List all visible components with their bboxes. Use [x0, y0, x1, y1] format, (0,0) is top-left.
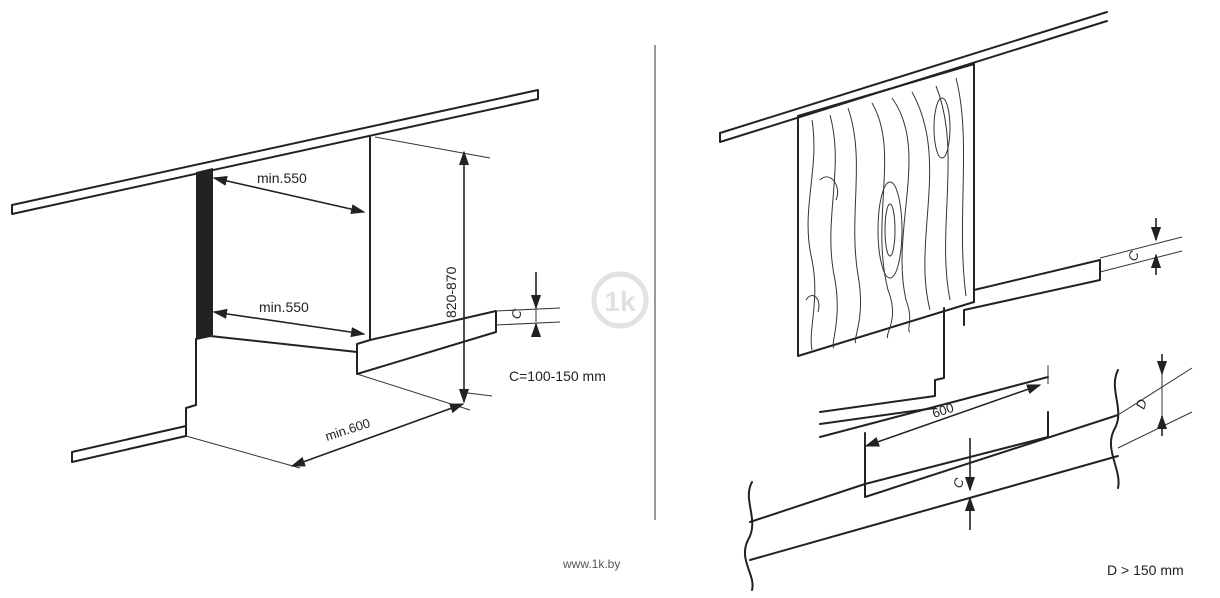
left-floor [71, 338, 197, 463]
right-diagram: C 600 D C D > 150 mm [719, 11, 1193, 591]
right-cabinet-lines [819, 307, 945, 425]
depth-bottom-label: min.550 [259, 299, 309, 315]
width-600-arrow [864, 384, 1042, 447]
plinth-c-label-bottom: C [950, 475, 968, 490]
depth-top-label: min.550 [257, 170, 307, 186]
plinth-c-label-top: C [1125, 248, 1143, 263]
d-label: D [1133, 397, 1150, 411]
d-note: D > 150 mm [1107, 562, 1184, 578]
niche-outline [209, 136, 371, 353]
depth-top-arrow [212, 175, 366, 215]
depth-bottom-arrow [212, 308, 366, 338]
break-line-right [1109, 369, 1120, 489]
break-line-left [743, 481, 754, 591]
c-range-note: C=100-150 mm [509, 368, 606, 384]
plinth-c-label: C [508, 306, 526, 321]
watermark-url: www.1k.by [562, 557, 620, 571]
left-diagram: min.550 min.550 820-870 C min.600 C=100-… [11, 89, 606, 469]
floor-recess [864, 411, 1049, 485]
plinth-step [356, 310, 497, 375]
floor-lines [749, 414, 1119, 561]
countertop [11, 89, 539, 215]
extension-lines-right [864, 236, 1193, 449]
extension-lines [185, 136, 561, 469]
width-arrow [290, 403, 465, 467]
width-600-label: 600 [930, 400, 955, 421]
watermark-logo: 1k [591, 271, 649, 329]
height-label: 820-870 [443, 266, 459, 318]
watermark-logo-text: 1k [604, 286, 636, 317]
wood-grain [805, 77, 967, 351]
plinth-strip [963, 259, 1101, 326]
side-panel [196, 168, 213, 339]
countertop-right [719, 11, 1108, 143]
